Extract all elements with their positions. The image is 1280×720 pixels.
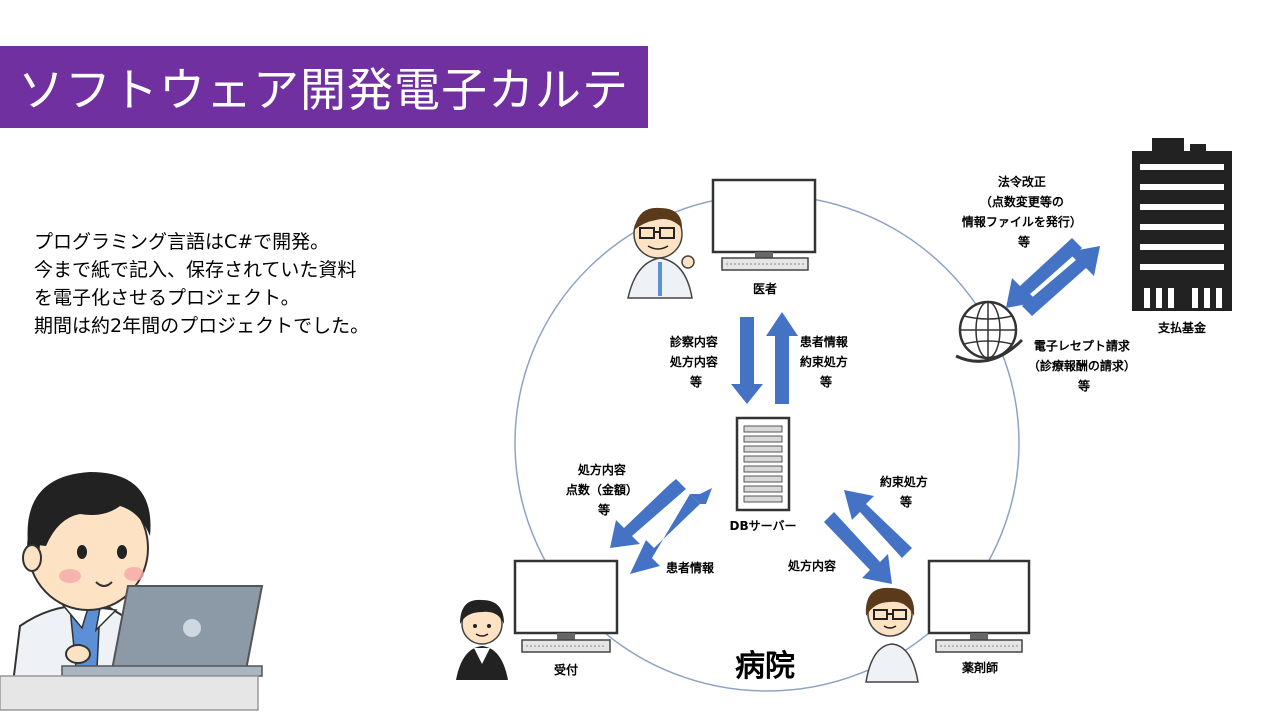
hospital-to-fund-label: 電子レセプト請求 （診療報酬の請求） 等	[1028, 338, 1140, 393]
description-line-2: 今まで紙で記入、保存されていた資料	[34, 259, 357, 281]
title-bar: ソフトウェア開発電子カルテ	[0, 46, 648, 128]
description: プログラミング言語はC#で開発。 今まで紙で記入、保存されていた資料 を電子化さ…	[34, 228, 369, 340]
server-to-doctor-label: 患者情報 約束処方 等	[800, 334, 852, 389]
pharmacist-person-icon	[865, 587, 919, 683]
pharmacist-label: 薬剤師	[962, 660, 998, 675]
fund-globe-arrows	[1006, 238, 1100, 316]
doctor-monitor	[711, 178, 817, 271]
building-icon	[1132, 138, 1232, 311]
server-pharmacist-arrows	[824, 490, 912, 584]
fund-label: 支払基金	[1157, 320, 1207, 335]
server-reception-arrows	[610, 479, 712, 574]
reception-label: 受付	[554, 662, 578, 677]
description-line-1: プログラミング言語はC#で開発。	[34, 231, 330, 253]
description-line-4: 期間は約2年間のプロジェクトでした。	[34, 315, 370, 337]
slide-title: ソフトウェア開発電子カルテ	[18, 63, 629, 117]
db-server-label: DBサーバー	[730, 519, 797, 533]
fund-to-hospital-label: 法令改正 （点数変更等の 情報ファイルを発行） 等	[962, 174, 1086, 249]
description-line-3: を電子化させるプロジェクト。	[34, 287, 300, 309]
hospital-diagram: 医者 診察内容 処方内容 等 患者情報 約束処方 等 DBサーバー	[456, 138, 1232, 692]
doctor-server-arrows	[731, 312, 798, 404]
pharmacist-to-server-label: 約束処方 等	[880, 474, 932, 509]
reception-monitor	[513, 559, 619, 653]
doctor-label: 医者	[753, 281, 777, 296]
globe-icon	[955, 300, 1024, 363]
doctor-to-server-label: 診察内容 処方内容 等	[669, 334, 722, 389]
programmer-illustration	[0, 472, 264, 711]
server-to-pharmacist-label: 処方内容	[787, 558, 836, 573]
hospital-label: 病院	[735, 649, 795, 684]
doctor-person-icon	[627, 207, 695, 299]
receptionist-person-icon	[456, 599, 508, 680]
pharmacist-monitor	[927, 559, 1031, 653]
db-server-icon	[735, 416, 791, 512]
server-to-reception-label: 処方内容 点数（金額） 等	[566, 462, 642, 517]
reception-to-server-label: 患者情報	[666, 560, 715, 575]
